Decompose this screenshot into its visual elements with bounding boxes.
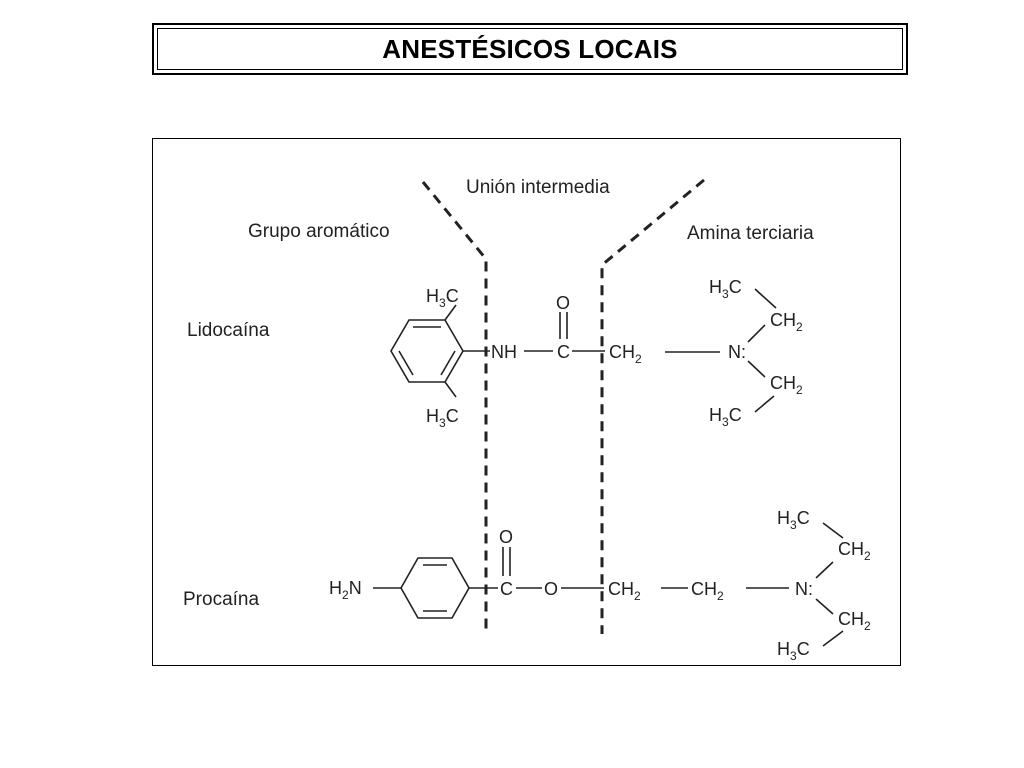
- lidocaine-nh: NH: [491, 342, 517, 362]
- title-box: ANESTÉSICOS LOCAIS: [152, 23, 908, 75]
- procaine-n-ethyl-bond: [815, 561, 834, 579]
- lidocaine-label: Lidocaína: [187, 320, 270, 341]
- aromatic-region-label: Grupo aromático: [248, 221, 390, 242]
- lidocaine-carbonyl-o: O: [556, 293, 570, 313]
- lidocaine-ethyl-bottom-ch2: CH2: [770, 373, 803, 397]
- procaine-nitrogen: N:: [795, 579, 813, 599]
- slide-title: ANESTÉSICOS LOCAIS: [382, 33, 678, 64]
- lidocaine-n-ethyl-bond: [747, 360, 766, 378]
- procaine-amine-group: H2N: [329, 578, 362, 602]
- lidocaine-ring-double-bond: [398, 350, 414, 376]
- lidocaine-ch2: CH2: [609, 342, 642, 366]
- procaine-ch2-b: CH2: [691, 579, 724, 603]
- lidocaine-ethyl-top-bond: [754, 288, 777, 309]
- lidocaine-n-ethyl-bond: [747, 324, 766, 343]
- lidocaine-methyl-bottom: H3C: [426, 406, 459, 430]
- procaine-ethyl-bottom-ch3: H3C: [777, 639, 810, 663]
- lidocaine-methyl-top: H3C: [426, 286, 459, 310]
- lidocaine-ring-double-bond: [440, 350, 456, 376]
- procaine-benzene-ring: [400, 557, 470, 619]
- procaine-structure: H2N C O O CH2 CH2 N: CH2 H3C: [329, 508, 871, 663]
- procaine-ethyl-top-ch2: CH2: [838, 539, 871, 563]
- lidocaine-benzene-ring: [390, 319, 464, 383]
- procaine-label: Procaína: [183, 589, 259, 610]
- procaine-carbonyl-c: C: [500, 579, 513, 599]
- structure-diagram: Unión intermedia Grupo aromático Amina t…: [152, 138, 901, 666]
- lidocaine-nitrogen: N:: [728, 342, 746, 362]
- procaine-ethyl-bottom-bond: [822, 630, 844, 647]
- procaine-carbonyl-o: O: [499, 527, 513, 547]
- procaine-ethyl-top-bond: [822, 522, 844, 539]
- lidocaine-ethyl-top-ch2: CH2: [770, 310, 803, 334]
- lidocaine-ethyl-bottom-ch3: H3C: [709, 405, 742, 429]
- procaine-ester-o: O: [544, 579, 558, 599]
- procaine-n-ethyl-bond: [815, 598, 834, 615]
- aromatic-divider-line: [421, 181, 488, 634]
- amine-divider-line: [600, 178, 705, 634]
- lidocaine-methyl-bond-bottom: [444, 381, 457, 398]
- lidocaine-ethyl-bottom-bond: [754, 395, 775, 413]
- lidocaine-carbonyl-c: C: [557, 342, 570, 362]
- procaine-ch2-a: CH2: [608, 579, 641, 603]
- lidocaine-ethyl-top-ch3: H3C: [709, 277, 742, 301]
- lidocaine-methyl-bond-top: [444, 304, 457, 321]
- procaine-ethyl-bottom-ch2: CH2: [838, 609, 871, 633]
- intermediate-region-label: Unión intermedia: [466, 177, 610, 198]
- procaine-ethyl-top-ch3: H3C: [777, 508, 810, 532]
- diagram-canvas: Unión intermedia Grupo aromático Amina t…: [183, 177, 871, 663]
- amine-region-label: Amina terciaria: [687, 223, 814, 244]
- lidocaine-structure: H3C H3C NH C O CH2 N: CH2 H3C CH2 H3C: [390, 277, 803, 430]
